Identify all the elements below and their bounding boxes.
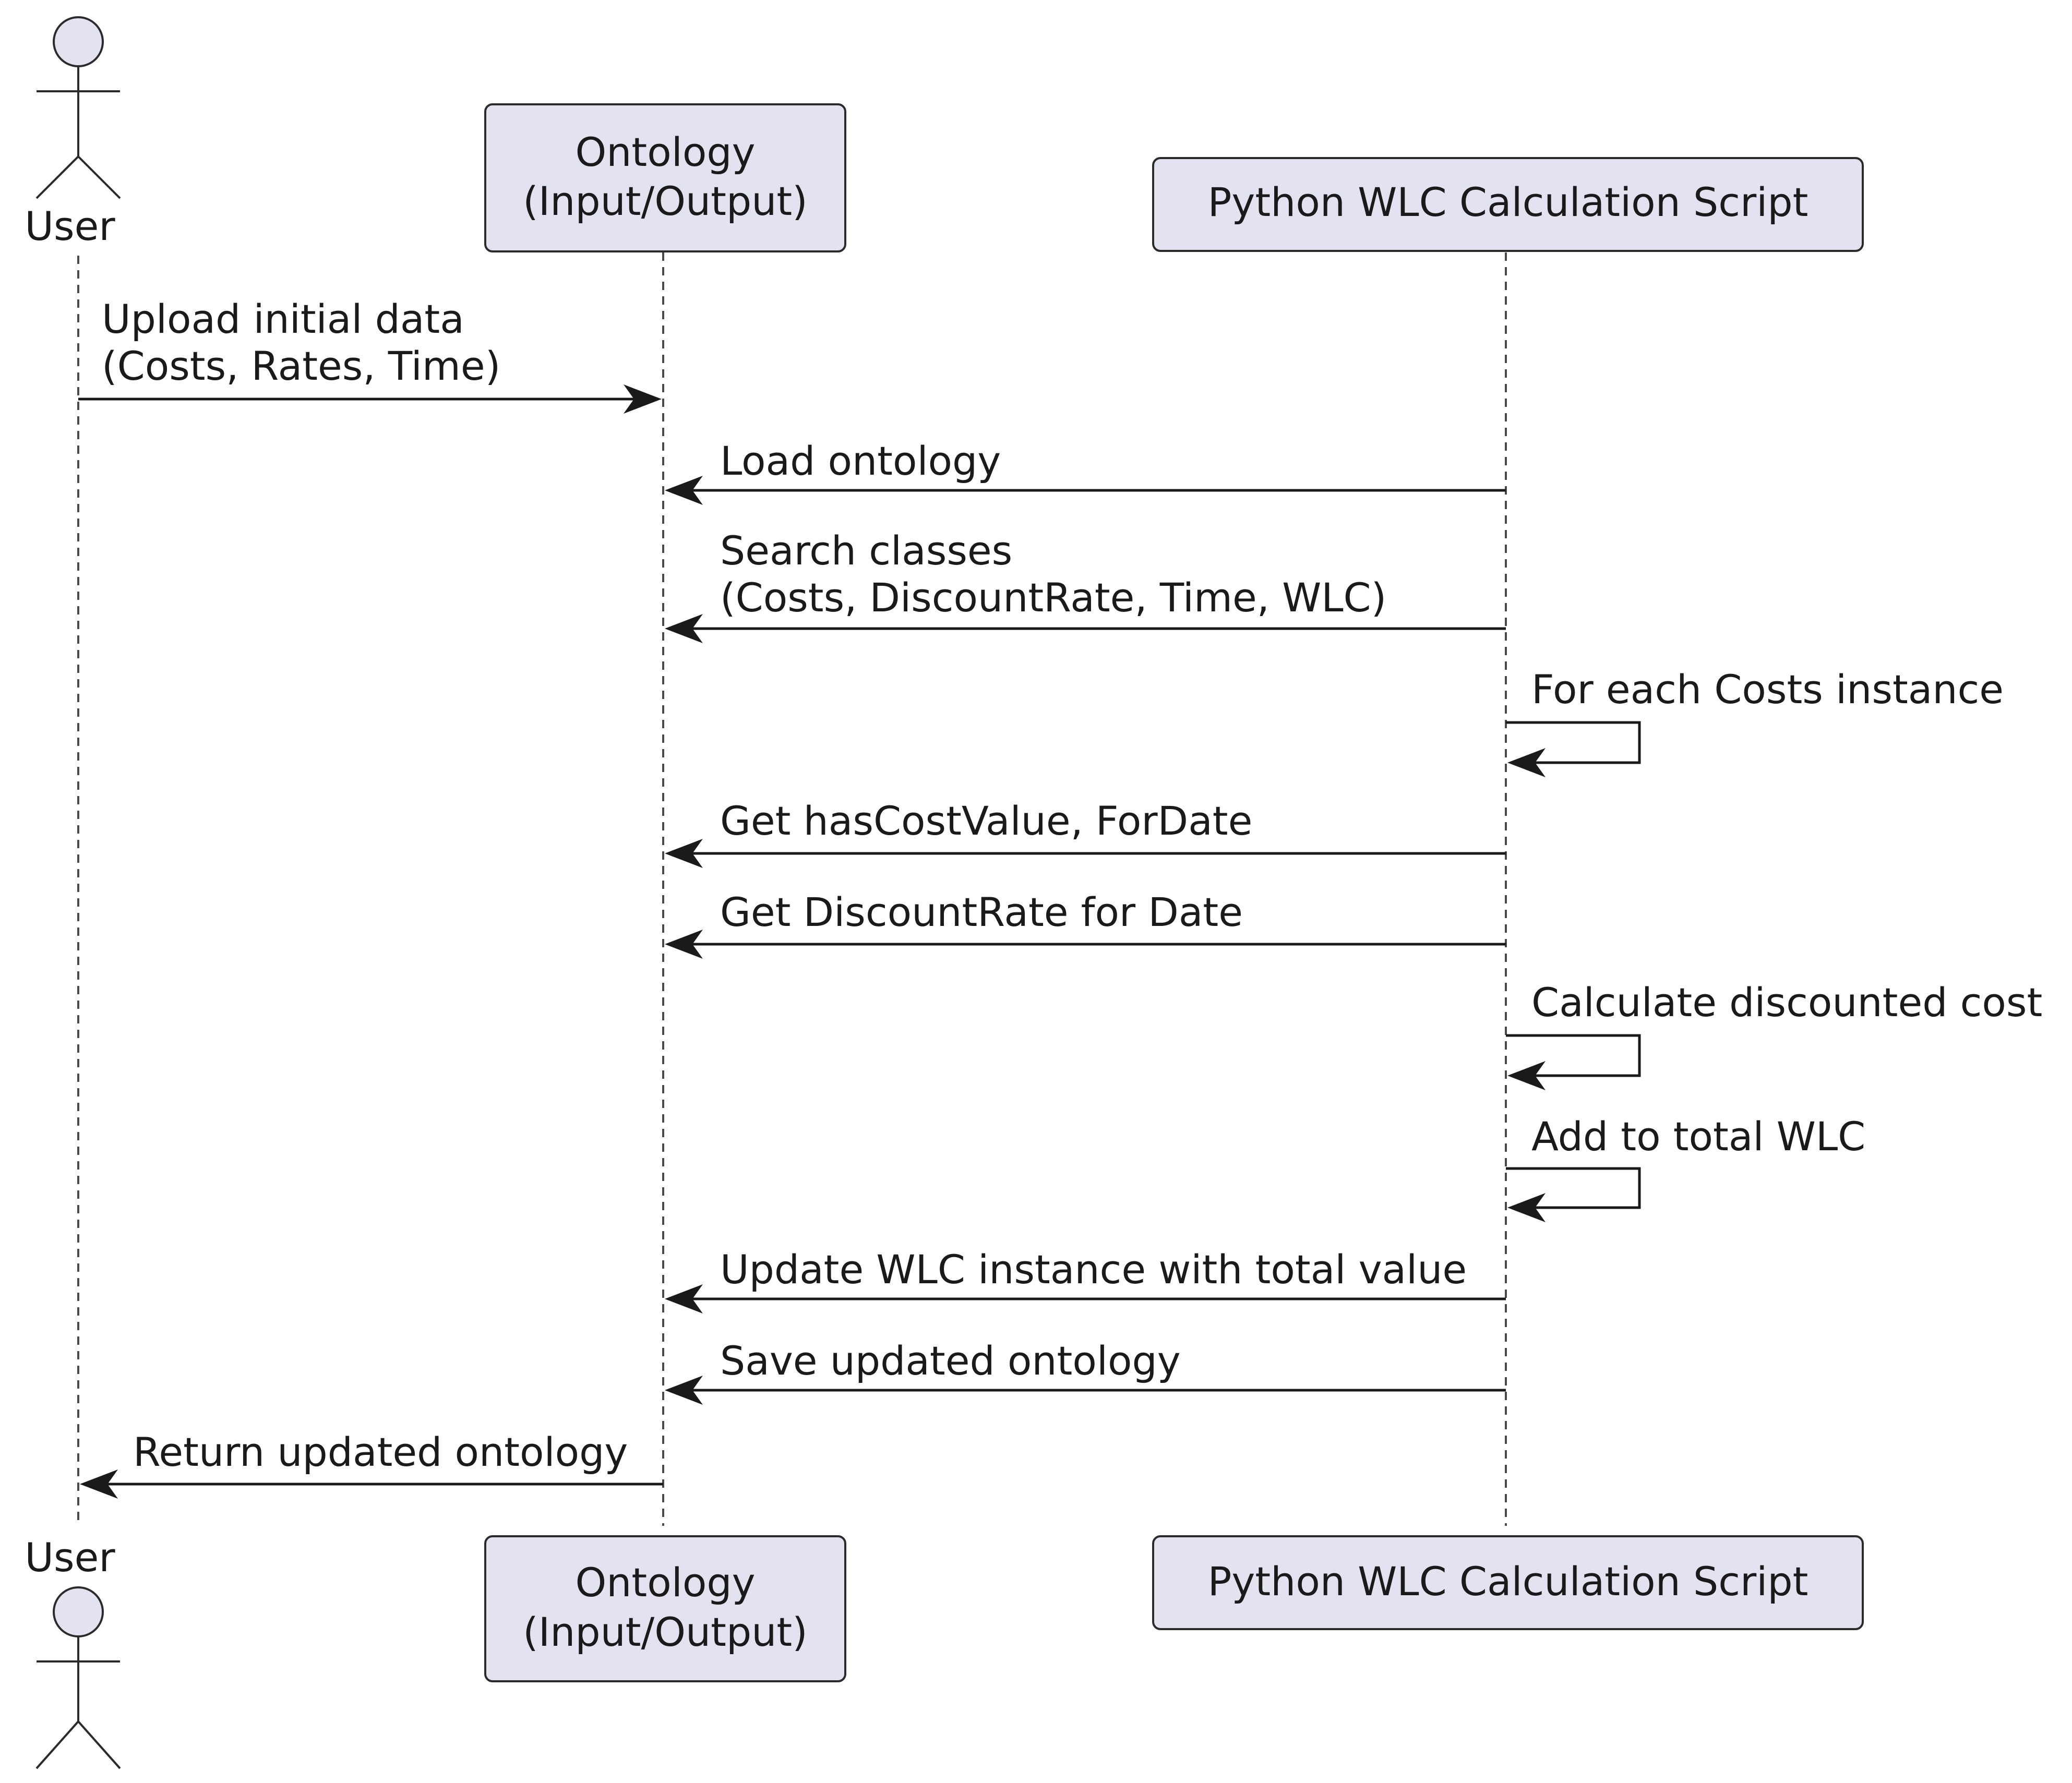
participant-user-label: User [25,203,115,249]
message-label: (Costs, Rates, Time) [102,343,500,389]
arrowhead [665,930,703,959]
arrowhead [665,614,703,643]
message-label: Upload initial data [102,296,464,342]
message-label: Add to total WLC [1531,1113,1865,1160]
message-label: Load ontology [720,438,1001,484]
message-label: Search classes [720,527,1012,574]
message-load-ontology: Load ontology [665,438,1506,505]
arrowhead [1507,1193,1546,1222]
participant-box [1152,157,1864,252]
participant-ontology-label-line1: Ontology [575,129,755,175]
message-label: For each Costs instance [1531,666,2004,713]
message-label: Update WLC instance with total value [720,1246,1467,1293]
arrowhead [80,1469,118,1499]
participant-box [484,1535,846,1682]
message-save-updated-ontology: Save updated ontology [665,1338,1506,1405]
participant-script-top: Python WLC Calculation Script [1152,157,1864,252]
arrowhead [1507,1061,1546,1090]
participant-ontology-label-line1: Ontology [575,1559,755,1606]
participant-ontology-bottom: Ontology (Input/Output) [484,1535,846,1682]
participant-script-label: Python WLC Calculation Script [1208,179,1808,225]
participant-script-label: Python WLC Calculation Script [1208,1558,1808,1605]
arrowhead [665,839,703,868]
participant-script-bottom: Python WLC Calculation Script [1152,1535,1864,1630]
message-label: Calculate discounted cost [1531,979,2042,1026]
message-add-to-total-wlc: Add to total WLC [1506,1113,1865,1222]
message-search-classes: Search classes (Costs, DiscountRate, Tim… [665,527,1506,643]
participant-ontology-label-line2: (Input/Output) [523,1609,808,1655]
participant-box [1152,1535,1864,1630]
message-update-wlc-instance: Update WLC instance with total value [665,1246,1506,1314]
arrowhead [624,384,662,414]
message-label: Get hasCostValue, ForDate [720,798,1252,844]
message-label: (Costs, DiscountRate, Time, WLC) [720,574,1386,621]
actor-icon [35,1586,121,1769]
participant-user-label: User [25,1534,115,1581]
message-return-updated-ontology: Return updated ontology [80,1429,663,1499]
participant-ontology-label-line2: (Input/Output) [523,178,808,224]
participant-user-bottom: User [25,1534,121,1769]
message-label: Save updated ontology [720,1338,1181,1384]
message-label: Get DiscountRate for Date [720,889,1243,935]
arrowhead [665,1284,703,1314]
message-label: Return updated ontology [133,1429,628,1475]
message-get-hascostvalue: Get hasCostValue, ForDate [665,798,1506,868]
participant-user-top: User [25,16,121,249]
arrowhead [665,1376,703,1405]
participant-ontology-top: Ontology (Input/Output) [484,103,846,252]
message-upload-initial-data: Upload initial data (Costs, Rates, Time) [78,296,662,414]
message-for-each-costs-instance: For each Costs instance [1506,666,2004,777]
message-get-discountrate: Get DiscountRate for Date [665,889,1506,959]
arrowhead [665,476,703,505]
message-calculate-discounted-cost: Calculate discounted cost [1506,979,2042,1090]
participant-box [484,103,846,252]
arrowhead [1507,748,1546,777]
actor-icon [35,16,121,199]
